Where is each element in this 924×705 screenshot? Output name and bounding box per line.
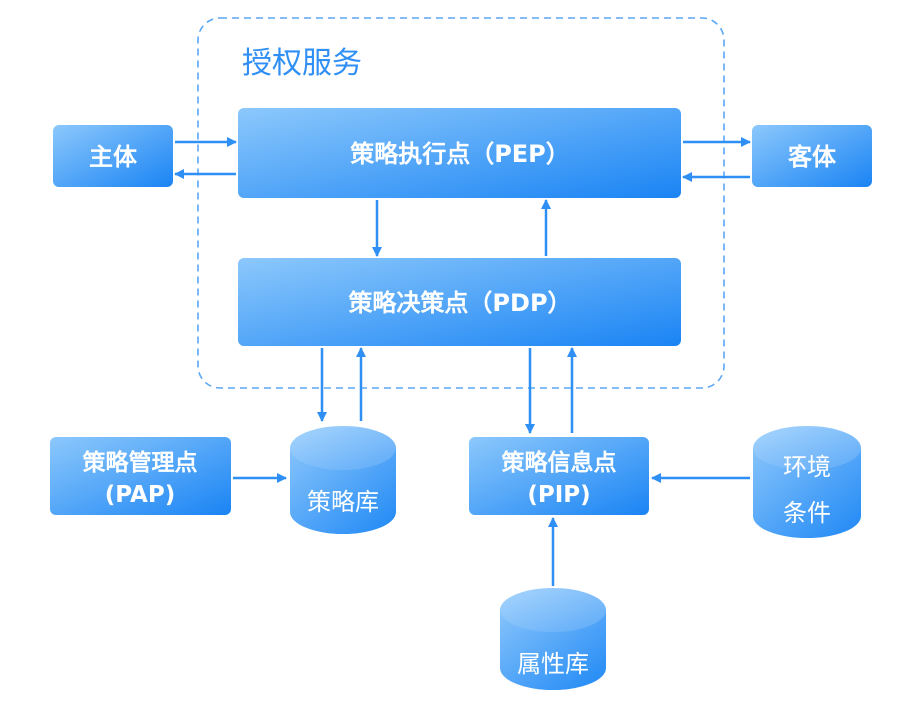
- subject-node: 主体: [53, 125, 173, 187]
- object-label: 客体: [788, 143, 837, 171]
- environment-label-line2: 条件: [783, 499, 831, 527]
- subject-label: 主体: [89, 143, 138, 171]
- pip-label-line2: (PIP): [527, 482, 590, 508]
- pep-label: 策略执行点（PEP）: [350, 140, 570, 168]
- attribute-store-label: 属性库: [517, 650, 589, 678]
- pdp-label: 策略决策点（PDP）: [348, 289, 571, 317]
- pip-label-line1: 策略信息点: [502, 449, 617, 476]
- pip-node: 策略信息点 (PIP): [469, 437, 649, 515]
- policy-store-cylinder: 策略库: [290, 426, 396, 534]
- policy-store-label: 策略库: [307, 488, 379, 516]
- boundary-title: 授权服务: [242, 46, 362, 81]
- pap-label-line2: (PAP): [105, 482, 175, 508]
- environment-cylinder: 环境 条件: [753, 426, 861, 538]
- pap-node: 策略管理点 (PAP): [50, 437, 231, 515]
- attribute-store-cylinder: 属性库: [500, 588, 606, 690]
- object-node: 客体: [752, 125, 872, 187]
- authorization-service-boundary: [197, 17, 725, 389]
- pdp-node: 策略决策点（PDP）: [238, 258, 681, 346]
- pap-label-line1: 策略管理点: [83, 449, 198, 476]
- environment-label-line1: 环境: [783, 453, 831, 481]
- pep-node: 策略执行点（PEP）: [238, 108, 681, 198]
